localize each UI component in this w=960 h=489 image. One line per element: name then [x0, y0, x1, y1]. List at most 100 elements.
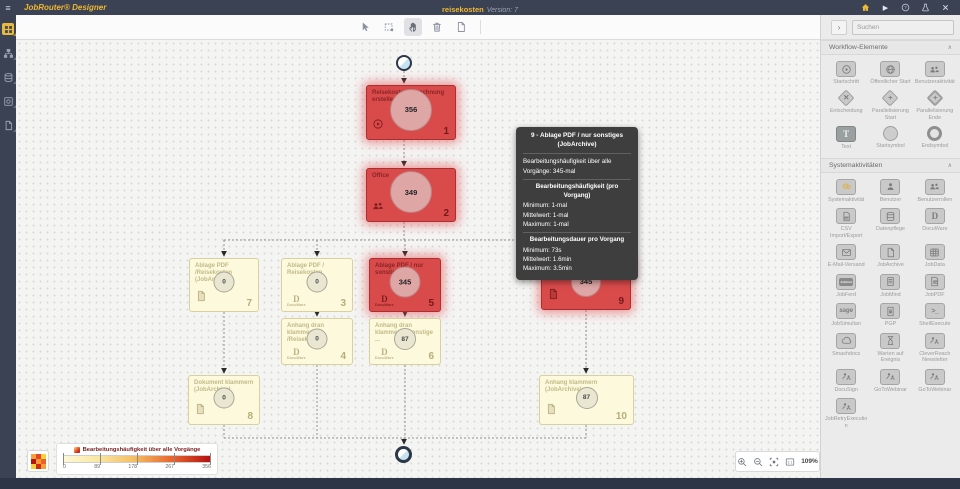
- bottom-status-bar: [0, 478, 960, 489]
- palette-item-docusign[interactable]: DocuSign: [824, 368, 868, 393]
- zoom-actual-size-icon[interactable]: 1:1: [785, 457, 795, 467]
- palette-item-e-mail-versand[interactable]: E-Mail-Versand: [824, 244, 868, 268]
- legend-title: Bearbeitungshäufigkeit über alle Vorgäng…: [82, 447, 201, 453]
- hamburger-menu-icon[interactable]: ≡: [5, 2, 11, 13]
- dialog-icon[interactable]: [2, 95, 16, 108]
- home-icon[interactable]: [861, 3, 870, 12]
- step-number: 10: [615, 411, 627, 422]
- workflow-step-6[interactable]: Anhang dran klammern / sonstige ...87DDo…: [369, 318, 441, 365]
- jobarchive-icon: [194, 402, 206, 420]
- sage-icon: sage: [836, 303, 857, 320]
- palette-item-label: Datenpflege: [875, 226, 906, 233]
- section-header-system-activities[interactable]: Systemaktivitäten ∧: [821, 157, 960, 173]
- step-count-badge: 0: [213, 271, 235, 293]
- section-title: Systemaktivitäten: [829, 161, 883, 169]
- pan-hand-icon[interactable]: [403, 18, 422, 36]
- help-icon[interactable]: ?: [901, 3, 910, 12]
- palette-item-label: DocuSign: [834, 386, 858, 393]
- palette-item-pgp[interactable]: PGP: [868, 303, 912, 327]
- simulation-play-icon[interactable]: ▶: [882, 4, 889, 12]
- palette-item-label: Benutzer: [879, 196, 902, 203]
- sidebar-collapse-button[interactable]: ›: [831, 19, 847, 35]
- palette-item-jobarchive[interactable]: JobArchive: [868, 244, 912, 268]
- palette-item-smashdocs[interactable]: Smashdocs: [824, 332, 868, 364]
- legend-tick: 178: [128, 464, 137, 470]
- test-flask-icon[interactable]: [921, 3, 930, 12]
- palette-item-benutzer[interactable]: Benutzer: [868, 178, 912, 203]
- palette-item-warten-auf-ereignis[interactable]: Warten auf Ereignis: [868, 332, 912, 364]
- close-icon[interactable]: [941, 3, 950, 12]
- database-icon[interactable]: [2, 71, 16, 84]
- palette-item-ffentlicher-start[interactable]: Öffentlicher Start: [868, 61, 912, 85]
- palette-item-benutzeraktivit-t[interactable]: Benutzeraktivität: [913, 61, 957, 85]
- palette-item-shellexecute[interactable]: >_ShellExecute: [913, 303, 957, 327]
- palette-item-jobretryexecution[interactable]: JobRetryExecution: [824, 398, 868, 429]
- palette-item-label: PGP: [884, 321, 897, 328]
- section-header-workflow-elements[interactable]: Workflow-Elemente ∧: [821, 40, 960, 55]
- palette-item-parallelisierung-start[interactable]: +Parallelisierung Start: [868, 89, 912, 121]
- palette-item-label: JobPDF: [925, 291, 945, 298]
- legend-tick: 0: [63, 464, 66, 470]
- palette-item-jobdata[interactable]: JobData: [913, 244, 957, 268]
- palette-item-label: E-Mail-Versand: [827, 262, 865, 269]
- export-document-icon[interactable]: [452, 18, 470, 36]
- zoom-in-icon[interactable]: [737, 457, 747, 467]
- user-icon: [880, 178, 901, 195]
- start-symbol[interactable]: [396, 55, 412, 71]
- palette-item-label: Text: [841, 144, 852, 151]
- jobferd-icon: JobFerd: [836, 273, 857, 290]
- legend-tick: 89: [94, 464, 100, 470]
- palette-item-datenpflege[interactable]: Datenpflege: [868, 208, 912, 239]
- palette-item-endsymbol[interactable]: Endsymbol: [913, 126, 957, 150]
- cloud-icon: [836, 332, 857, 349]
- delete-trash-icon[interactable]: [428, 18, 446, 36]
- palette-item-parallelisierung-ende[interactable]: +Parallelisierung Ende: [913, 89, 957, 121]
- zoom-out-icon[interactable]: [753, 457, 763, 467]
- process-grid-icon[interactable]: [2, 23, 16, 36]
- palette-item-systemaktivit-t[interactable]: ⚙⚙Systemaktivität: [824, 178, 868, 203]
- activity-icon: [924, 332, 945, 349]
- select-cursor-icon[interactable]: [356, 18, 374, 36]
- section-title: Workflow-Elemente: [829, 44, 888, 51]
- csv-icon: CSV: [836, 208, 857, 225]
- heatmap-toggle-button[interactable]: [27, 450, 49, 472]
- step-count-badge: 87: [394, 328, 416, 351]
- hierarchy-icon[interactable]: [2, 47, 16, 60]
- zoom-fit-icon[interactable]: [769, 457, 779, 467]
- activity-icon: [836, 368, 857, 385]
- palette-item-label: Öffentlicher Start: [870, 79, 911, 85]
- activity-icon: [880, 368, 901, 385]
- palette-item-label: GoToWebinar: [918, 386, 952, 393]
- palette-item-cleverreach-newsletter[interactable]: CleverReach Newsletter: [913, 332, 957, 364]
- legend-chip-icon: [73, 447, 80, 453]
- jobarchive-icon: [545, 402, 557, 420]
- palette-item-jobmind[interactable]: JobMind: [868, 273, 912, 298]
- palette-item-startsymbol[interactable]: Startsymbol: [868, 126, 912, 150]
- search-input[interactable]: [852, 19, 954, 35]
- end-symbol[interactable]: [395, 446, 412, 463]
- palette-item-entscheidung[interactable]: ✕Entscheidung: [824, 89, 868, 121]
- palette-item-gotowebinar[interactable]: GoToWebinar: [913, 368, 957, 393]
- palette-item-startschritt[interactable]: Startschritt: [824, 61, 868, 85]
- marquee-select-icon[interactable]: [380, 18, 398, 36]
- palette-item-gotowebinar[interactable]: GoToWebinar: [868, 368, 912, 393]
- workflow-step-7[interactable]: Ablage PDF /Reisekosten (JobArchive)07: [189, 258, 259, 312]
- palette-item-benutzerrollen[interactable]: Benutzerrollen: [913, 178, 957, 203]
- document-icon[interactable]: [2, 119, 16, 132]
- textT-icon: T: [836, 126, 857, 143]
- step-number: 2: [443, 208, 449, 219]
